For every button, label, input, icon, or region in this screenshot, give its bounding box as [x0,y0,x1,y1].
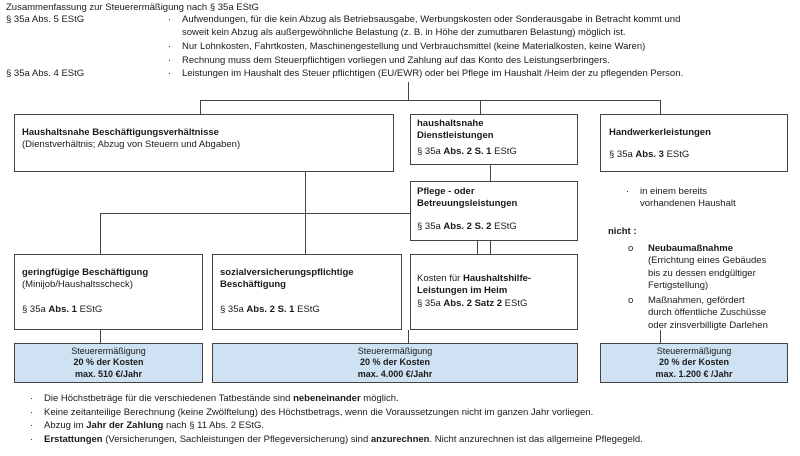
box-ref: § 35a Abs. 2 S. 1 EStG [220,303,320,315]
connector-cost-left [100,330,101,343]
handwerker-bullet: ·in einem bereits vorhandenen Haushalt [626,186,736,210]
box-title-1: Pflege - oder [417,186,475,197]
cost-box-handwerker: Steuerermäßigung 20 % der Kosten max. 1.… [600,343,788,383]
header-title: Zusammenfassung zur Steuerermäßigung nac… [6,2,259,13]
box-title: Handwerkerleistungen [609,127,711,138]
box-haushaltsnahe-beschaeftigung: Haushaltsnahe Beschäftigungsverhältnisse… [14,114,394,172]
connector-gering [100,213,101,254]
connector-left [200,100,201,114]
footer-note-3: ·Abzug im Jahr der Zahlung nach § 11 Abs… [30,420,265,431]
cost-label: Steuerermäßigung [357,346,433,356]
footer-note-4: ·Erstattungen (Versicherungen, Sachleist… [30,434,643,445]
header-ref-abs4: § 35a Abs. 4 EStG [6,68,85,79]
connector-hh-horizontal [100,213,478,214]
cost-max: max. 510 €/Jahr [74,368,143,379]
box-subtitle: (Dienstverhältnis; Abzug von Steuern und… [22,139,241,151]
cost-max: max. 1.200 € /Jahr [655,368,733,379]
connector-right [660,100,661,114]
header-bullet-1-cont: soweit kein Abzug als außergewöhnliche B… [182,27,626,38]
box-title-2: Dienstleistungen [417,130,494,142]
box-haushaltsnahe-dienstleistungen: haushaltsnahe Dienstleistungen § 35a Abs… [410,114,578,165]
connector-top-horizontal [200,100,661,101]
connector-root [408,82,409,100]
box-pflege-betreuung: Pflege - oder Betreuungsleistungen § 35a… [410,181,578,241]
box-ref: § 35a Abs. 1 EStG [22,303,103,315]
nicht-label: nicht : [608,226,637,237]
header-bullet-2: ·Nur Lohnkosten, Fahrtkosten, Maschineng… [168,41,646,52]
header-bullet-1: ·Aufwendungen, für die kein Abzug als Be… [168,14,681,25]
header-bullet-4: ·Leistungen im Haushalt des Steuer pflic… [168,68,684,79]
box-ref: § 35a Abs. 2 S. 2 EStG [417,220,517,232]
connector-cost-right [660,330,661,343]
box-title: geringfügige Beschäftigung [22,267,149,278]
cost-max: max. 4.000 €/Jahr [357,368,433,379]
box-line-2: Leistungen im Heim [417,285,508,297]
box-line-1: Kosten für Haushaltshilfe- [417,273,532,284]
box-title: Haushaltsnahe Beschäftigungsverhältnisse [22,127,219,138]
box-title-2: Beschäftigung [220,279,286,291]
box-subtitle: (Minijob/Haushaltsscheck) [22,279,133,291]
box-title-1: sozialversicherungspflichtige [220,267,354,278]
box-ref: § 35a Abs. 2 S. 1 EStG [417,145,517,157]
box-sv-beschaeftigung: sozialversicherungspflichtige Beschäftig… [212,254,402,330]
box-title-1: haushaltsnahe [417,118,484,129]
cost-box-dienst: Steuerermäßigung 20 % der Kosten max. 4.… [212,343,578,383]
header-ref-abs5: § 35a Abs. 5 EStG [6,14,85,25]
box-geringfuegige-beschaeftigung: geringfügige Beschäftigung (Minijob/Haus… [14,254,203,330]
connector-heim [490,241,491,254]
box-ref: § 35a Abs. 3 EStG [609,149,690,161]
footer-note-1: ·Die Höchstbeträge für die verschiedenen… [30,393,399,404]
cost-box-minijob: Steuerermäßigung 20 % der Kosten max. 51… [14,343,203,383]
header-bullet-3: ·Rechnung muss dem Steuerpflichtigen vor… [168,55,610,66]
cost-percent: 20 % der Kosten [359,357,431,368]
box-haushaltshilfe-heim: Kosten für Haushaltshilfe- Leistungen im… [410,254,578,330]
box-ref: § 35a Abs. 2 Satz 2 EStG [417,297,528,309]
box-title-2: Betreuungsleistungen [417,198,518,210]
cost-percent: 20 % der Kosten [73,357,144,368]
box-handwerkerleistungen: Handwerkerleistungen § 35a Abs. 3 EStG [600,114,788,172]
footer-note-2: ·Keine zeitanteilige Berechnung (keine Z… [30,407,594,418]
connector-mid [480,100,481,114]
cost-label: Steuerermäßigung [71,346,146,356]
cost-label: Steuerermäßigung [656,346,732,356]
connector-pflege [490,165,491,181]
cost-percent: 20 % der Kosten [658,357,730,368]
connector-cost-mid [408,330,409,343]
